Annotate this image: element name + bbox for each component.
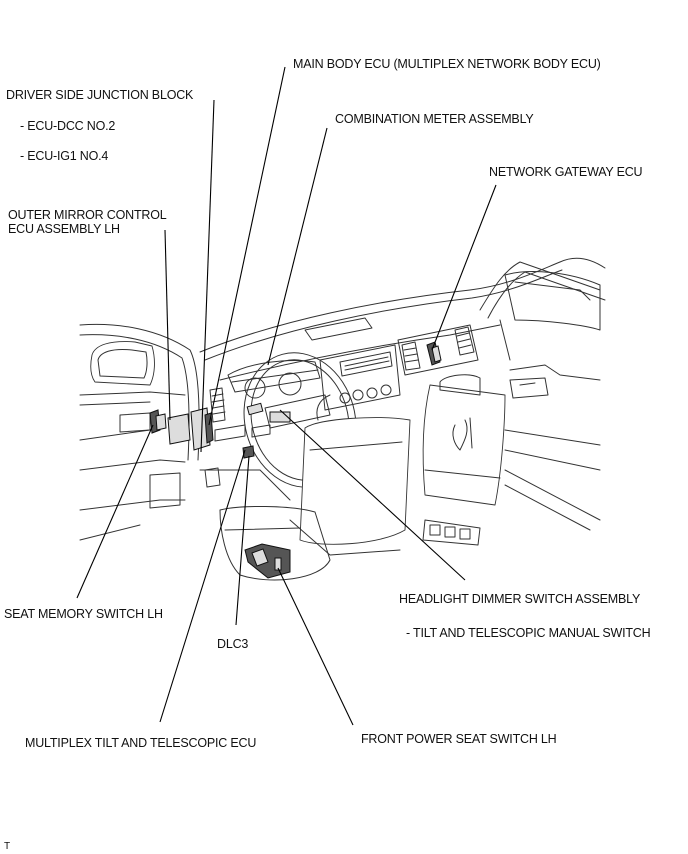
leader-main-body-ecu — [208, 66, 286, 426]
label-front-power-seat-switch: FRONT POWER SEAT SWITCH LH — [361, 732, 557, 746]
label-dlc3: DLC3 — [217, 637, 249, 651]
main-body-ecu-part — [190, 407, 214, 451]
leader-lines — [76, 66, 497, 726]
leader-headlight-dimmer — [279, 409, 466, 581]
leader-seat-memory-switch — [76, 424, 154, 599]
label-multiplex-tilt-telescopic-ecu: MULTIPLEX TILT AND TELESCOPIC ECU — [25, 736, 257, 750]
driver-side-junction-block-part — [167, 413, 191, 445]
label-outer-mirror-control-line2: ECU ASSEMBLY LH — [8, 222, 120, 236]
label-driver-side-junction-block: DRIVER SIDE JUNCTION BLOCK — [6, 88, 194, 102]
right-door — [499, 271, 601, 531]
leader-multiplex-tilt-ecu — [159, 449, 246, 723]
label-ecu-dcc-no2: - ECU-DCC NO.2 — [20, 119, 116, 133]
label-seat-memory-switch: SEAT MEMORY SWITCH LH — [4, 607, 163, 621]
passenger-seat — [422, 374, 506, 546]
center-console — [316, 324, 479, 421]
dashboard-outline — [79, 257, 606, 461]
network-gateway-ecu-part — [426, 341, 442, 366]
left-door — [79, 341, 186, 541]
label-main-body-ecu: MAIN BODY ECU (MULTIPLEX NETWORK BODY EC… — [293, 57, 601, 71]
label-ecu-ig1-no4: - ECU-IG1 NO.4 — [20, 149, 109, 163]
leader-outer-mirror — [164, 229, 171, 421]
leader-dlc3 — [235, 455, 250, 626]
footer-mark: T — [4, 841, 10, 852]
driver-seat — [199, 417, 411, 581]
leader-combination-meter — [267, 127, 328, 366]
label-combination-meter: COMBINATION METER ASSEMBLY — [335, 112, 534, 126]
label-headlight-dimmer-switch: HEADLIGHT DIMMER SWITCH ASSEMBLY — [399, 592, 641, 606]
outer-mirror-control-ecu-part — [149, 409, 167, 434]
label-network-gateway-ecu: NETWORK GATEWAY ECU — [489, 165, 643, 179]
leader-driver-side-junction-block — [200, 99, 215, 453]
leader-network-gateway — [431, 184, 497, 351]
steering-column-area — [209, 352, 357, 488]
leader-front-power-seat-switch — [277, 567, 354, 726]
front-power-seat-switch-part — [244, 543, 291, 579]
label-outer-mirror-control-line1: OUTER MIRROR CONTROL — [8, 208, 167, 222]
label-tilt-telescopic-manual-switch: - TILT AND TELESCOPIC MANUAL SWITCH — [406, 626, 651, 640]
